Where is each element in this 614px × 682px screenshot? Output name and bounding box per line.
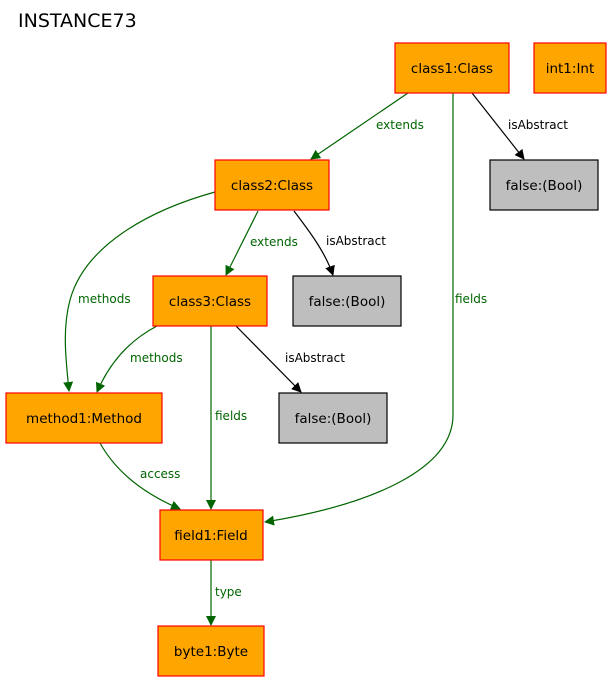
edge-field1-type-byte1: type — [206, 560, 242, 626]
edge-label-isabstract: isAbstract — [326, 234, 386, 248]
edge-label-fields: fields — [455, 292, 487, 306]
node-int1[interactable]: int1:Int — [533, 42, 607, 94]
node-field1[interactable]: field1:Field — [159, 509, 264, 561]
edge-label-access: access — [140, 467, 180, 481]
node-class2[interactable]: class2:Class — [214, 159, 330, 211]
node-false3-label: false:(Bool) — [295, 411, 372, 427]
node-false3[interactable]: false:(Bool) — [278, 392, 388, 444]
node-byte1-label: byte1:Byte — [174, 644, 248, 660]
node-class1-label: class1:Class — [411, 61, 493, 77]
diagram-title: INSTANCE73 — [18, 10, 137, 32]
node-false2[interactable]: false:(Bool) — [292, 275, 402, 327]
node-class2-label: class2:Class — [231, 178, 313, 194]
node-int1-label: int1:Int — [546, 61, 595, 77]
edge-class3-methods-method1: methods — [95, 325, 183, 393]
edge-label-methods: methods — [130, 351, 183, 365]
edge-label-isabstract: isAbstract — [285, 351, 345, 365]
node-byte1[interactable]: byte1:Byte — [157, 625, 265, 677]
edge-class1-extends-class2: extends — [310, 92, 424, 160]
node-false1[interactable]: false:(Bool) — [489, 159, 599, 211]
edge-label-methods: methods — [78, 292, 131, 306]
edge-class3-fields-field1: fields — [206, 326, 247, 510]
node-field1-label: field1:Field — [174, 528, 247, 544]
node-false2-label: false:(Bool) — [309, 294, 386, 310]
edge-class2-methods-method1: methods — [63, 191, 216, 392]
node-class1[interactable]: class1:Class — [394, 42, 510, 94]
edge-label-isabstract: isAbstract — [508, 118, 568, 132]
edge-method1-access-field1: access — [99, 442, 181, 511]
node-method1[interactable]: method1:Method — [5, 392, 163, 444]
edge-class2-isabstract-false2: isAbstract — [293, 210, 386, 276]
node-false1-label: false:(Bool) — [506, 178, 583, 194]
node-class3[interactable]: class3:Class — [152, 275, 268, 327]
edge-class3-isabstract-false3: isAbstract — [235, 325, 345, 393]
edge-label-fields: fields — [215, 409, 247, 423]
edge-class1-isabstract-false1: isAbstract — [471, 92, 568, 160]
node-class3-label: class3:Class — [169, 294, 251, 310]
edge-class2-extends-class3: extends — [225, 210, 298, 276]
edge-label-extends: extends — [376, 118, 424, 132]
edge-label-type: type — [215, 585, 242, 599]
node-method1-label: method1:Method — [26, 411, 142, 427]
edge-label-extends: extends — [250, 235, 298, 249]
edge-class1-fields-field1: fields — [264, 93, 487, 526]
